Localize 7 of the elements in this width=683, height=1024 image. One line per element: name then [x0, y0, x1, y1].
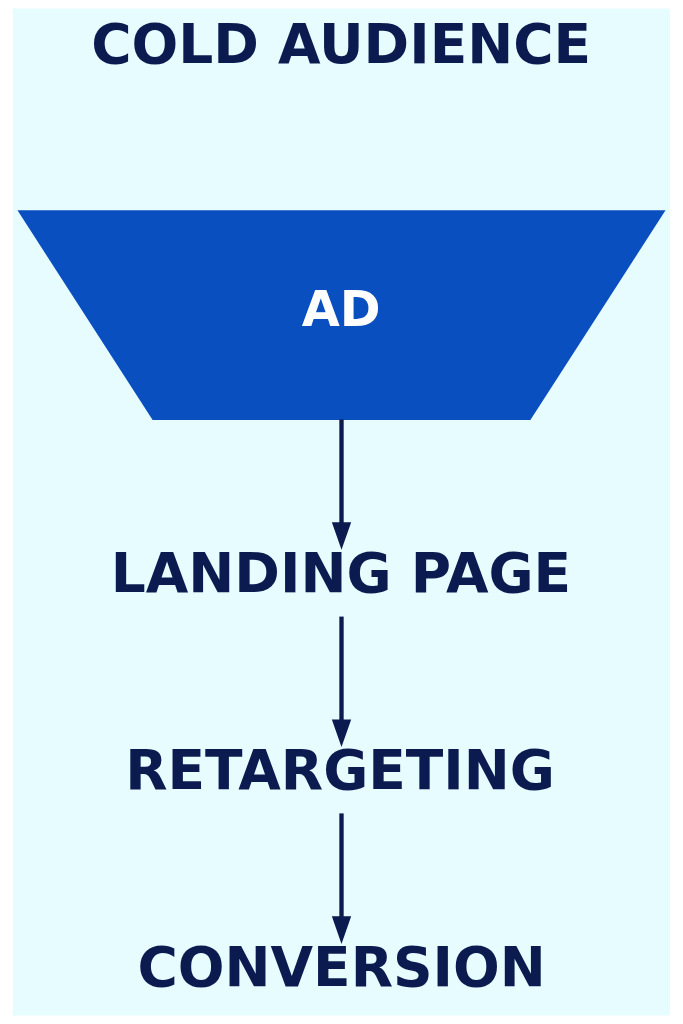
arrow [331, 419, 352, 550]
node-text: LANDING PAGE [110, 541, 572, 606]
node-label: COLD AUDIENCE [91, 11, 592, 76]
arrow [331, 813, 352, 944]
node-text: RETARGETING [125, 737, 555, 802]
arrow [331, 616, 352, 748]
node-text: CONVERSION [137, 934, 546, 999]
